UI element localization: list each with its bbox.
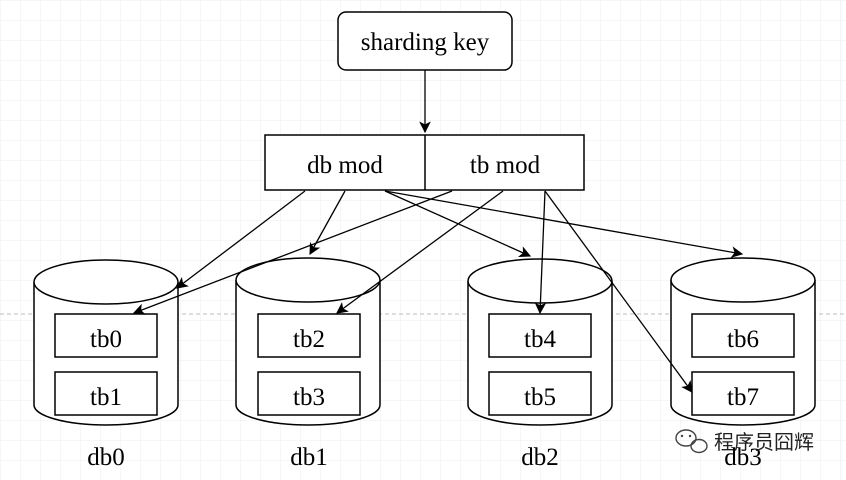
watermark-text: 程序员囧辉	[714, 430, 814, 454]
arrow-tbmod-to-tb2	[336, 190, 504, 314]
table-tb3	[257, 371, 361, 416]
database-db1: tb2 tb3 db1	[235, 257, 381, 471]
table-label: tb0	[90, 326, 122, 353]
arrow-dbmod-to-db2	[384, 190, 532, 258]
arrows	[132, 70, 744, 393]
database-label: db2	[521, 444, 559, 471]
watermark: 程序员囧辉	[675, 429, 814, 454]
table-tb7	[691, 371, 795, 416]
table-label: tb7	[727, 384, 759, 411]
table-label: tb6	[727, 326, 759, 353]
arrow-tbmod-to-tb4	[534, 190, 547, 315]
db-mod-label: db mod	[307, 152, 383, 179]
database-label: db3	[724, 444, 762, 471]
mod-router-node: db mod tb mod	[264, 134, 585, 191]
arrow-tbmod-to-tb0	[132, 190, 453, 315]
table-tb0	[54, 313, 158, 358]
table-label: tb5	[524, 384, 556, 411]
wechat-icon	[675, 429, 708, 454]
arrow-dbmod-to-db0	[176, 190, 306, 289]
table-tb2	[257, 313, 361, 358]
arrow-tbmod-to-tb7	[544, 190, 693, 393]
table-tb5	[488, 371, 592, 416]
arrow-dbmod-to-db3	[384, 190, 744, 258]
sharding-key-node: sharding key	[337, 11, 513, 71]
table-tb6	[691, 313, 795, 358]
tb-mod-label: tb mod	[470, 152, 541, 179]
table-label: tb3	[293, 384, 325, 411]
table-tb1	[54, 371, 158, 416]
table-label: tb1	[90, 384, 122, 411]
database-db2: tb4 tb5 db2	[467, 258, 613, 471]
sharding-key-label: sharding key	[361, 29, 490, 56]
table-label: tb2	[293, 326, 325, 353]
database-label: db1	[290, 444, 328, 471]
database-db3: tb6 tb7 db3	[670, 257, 816, 471]
database-db0: tb0 tb1 db0	[33, 259, 179, 471]
table-label: tb4	[524, 326, 556, 353]
database-label: db0	[87, 444, 125, 471]
